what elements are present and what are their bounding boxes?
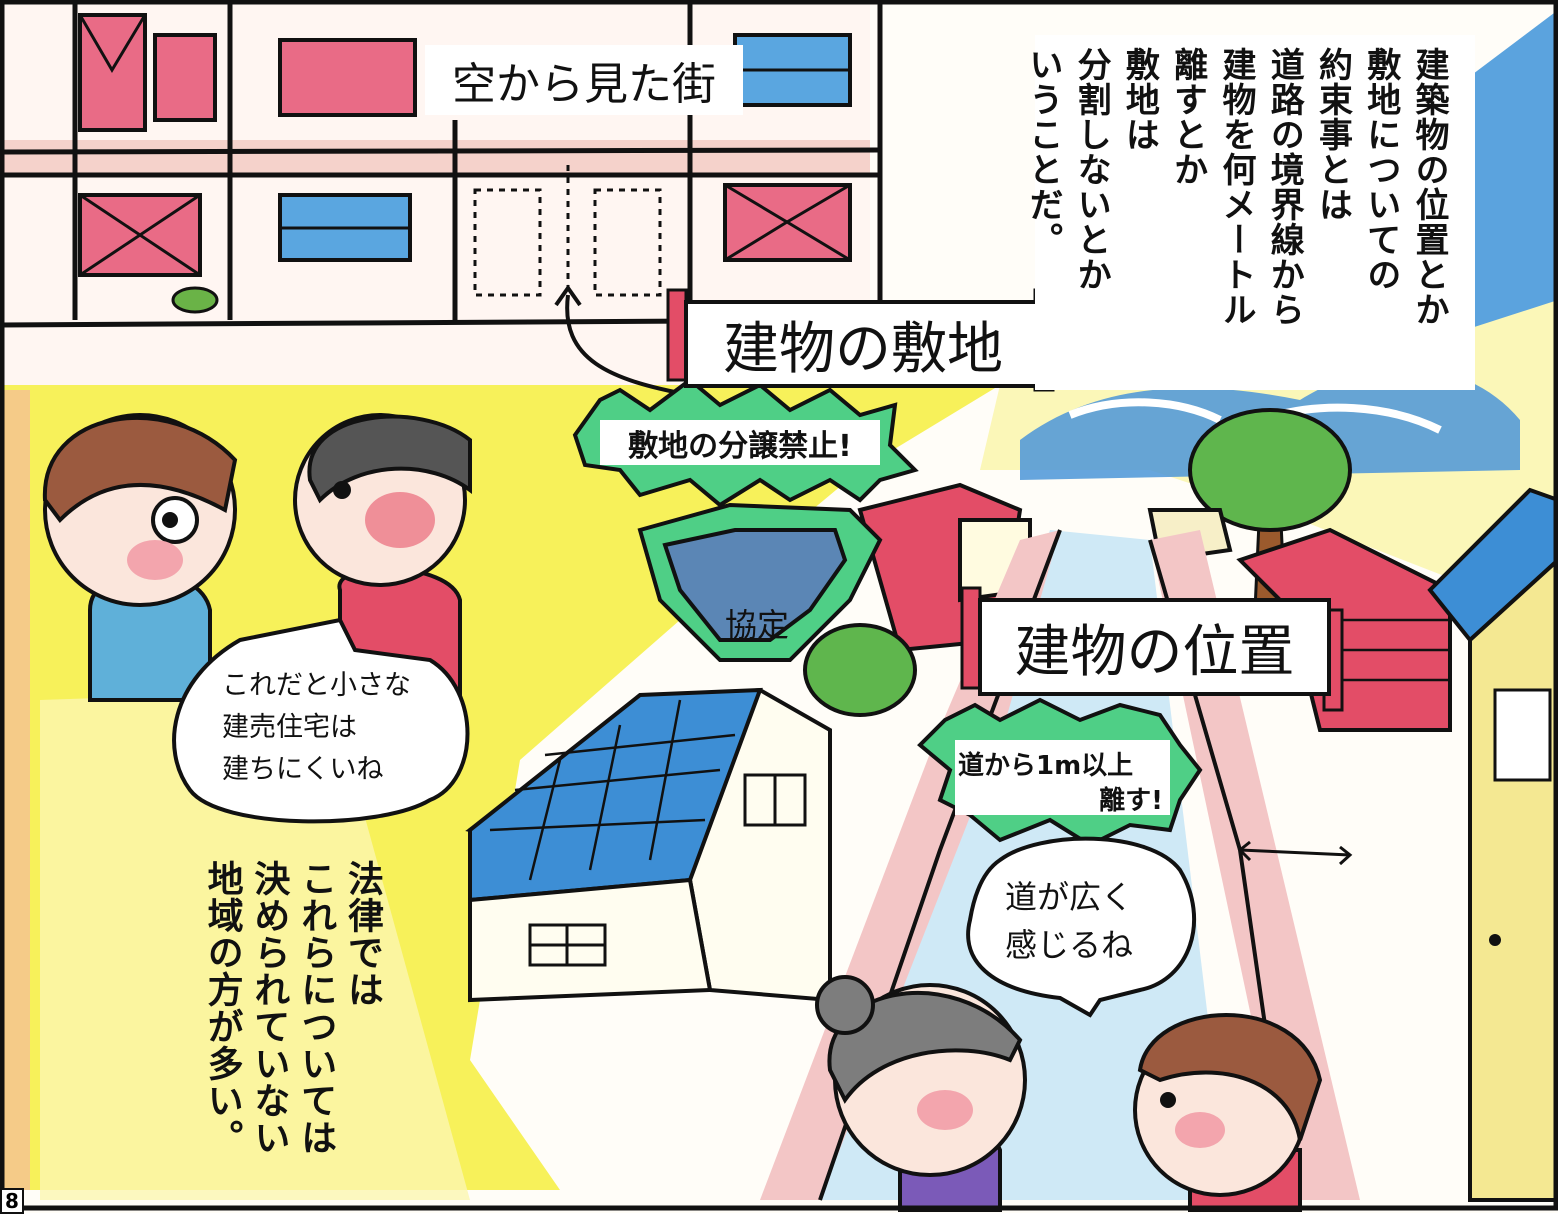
speech-bubble-left: これだと小さな 建売住宅は 建ちにくいね	[222, 665, 432, 795]
speech-bubble-left-shape	[172, 617, 470, 824]
blue-roof-house	[465, 687, 832, 1003]
narration-top-line-5: 建物を何メートル	[1215, 47, 1256, 327]
narration-bottom-line-1: 法律では	[342, 860, 383, 1008]
burst-lot	[572, 377, 919, 508]
speech-right-line-1: 道が広く	[1005, 878, 1134, 916]
speech-left-line-1: これだと小さな	[222, 670, 411, 701]
burst-road	[917, 697, 1203, 848]
character-elderly-woman	[815, 975, 1027, 1212]
narration-top-line-9: いうことだ。	[1022, 47, 1063, 257]
aerial-map-title: 空から見た街	[425, 45, 743, 115]
narration-top-line-3: 約束事とは	[1312, 47, 1353, 222]
narration-box-top: 建築物の位置とか 敷地についての 約束事とは 道路の境界線から 建物を何メートル…	[1023, 35, 1475, 390]
narration-bottom: 法律では これらについては 決められていない 地域の方が多い。	[195, 860, 385, 1160]
speech-left-line-3: 建ちにくいね	[222, 753, 384, 785]
narration-top-line-6: 離すとか	[1167, 47, 1208, 187]
narration-bottom-line-2: これらについては	[295, 860, 337, 1156]
page-number: 8	[0, 1188, 24, 1214]
narration-bottom-line-4: 地域の方が多い。	[201, 860, 243, 1156]
narration-top-line-4: 道路の境界線から	[1264, 47, 1305, 327]
burst-road-line-1: 道から1m以上	[958, 751, 1134, 781]
speech-right-line-2: 感じるね	[1005, 926, 1134, 964]
narration-top-line-2: 敷地についての	[1360, 47, 1401, 292]
narration-top-line-1: 建築物の位置とか	[1409, 47, 1449, 327]
narration-top-line-7: 敷地は	[1119, 47, 1160, 152]
narration-bottom-line-3: 決められていない	[248, 860, 290, 1156]
speech-left-line-2: 建売住宅は	[222, 711, 357, 743]
handshake-label: 協定	[724, 606, 789, 644]
speech-bubble-right-shape	[966, 836, 1196, 1018]
lot-banner: 建物の敷地	[684, 300, 1042, 388]
burst-lot-text: 敷地の分譲禁止!	[628, 428, 852, 464]
handshake-illustration	[637, 502, 883, 662]
character-glasses-person	[42, 413, 238, 702]
position-banner: 建物の位置	[978, 598, 1331, 696]
burst-road-line-2: 離す!	[1099, 786, 1163, 816]
narration-top-line-8: 分割しないとか	[1071, 47, 1112, 292]
speech-bubble-right: 道が広く 感じるね	[1005, 873, 1165, 973]
